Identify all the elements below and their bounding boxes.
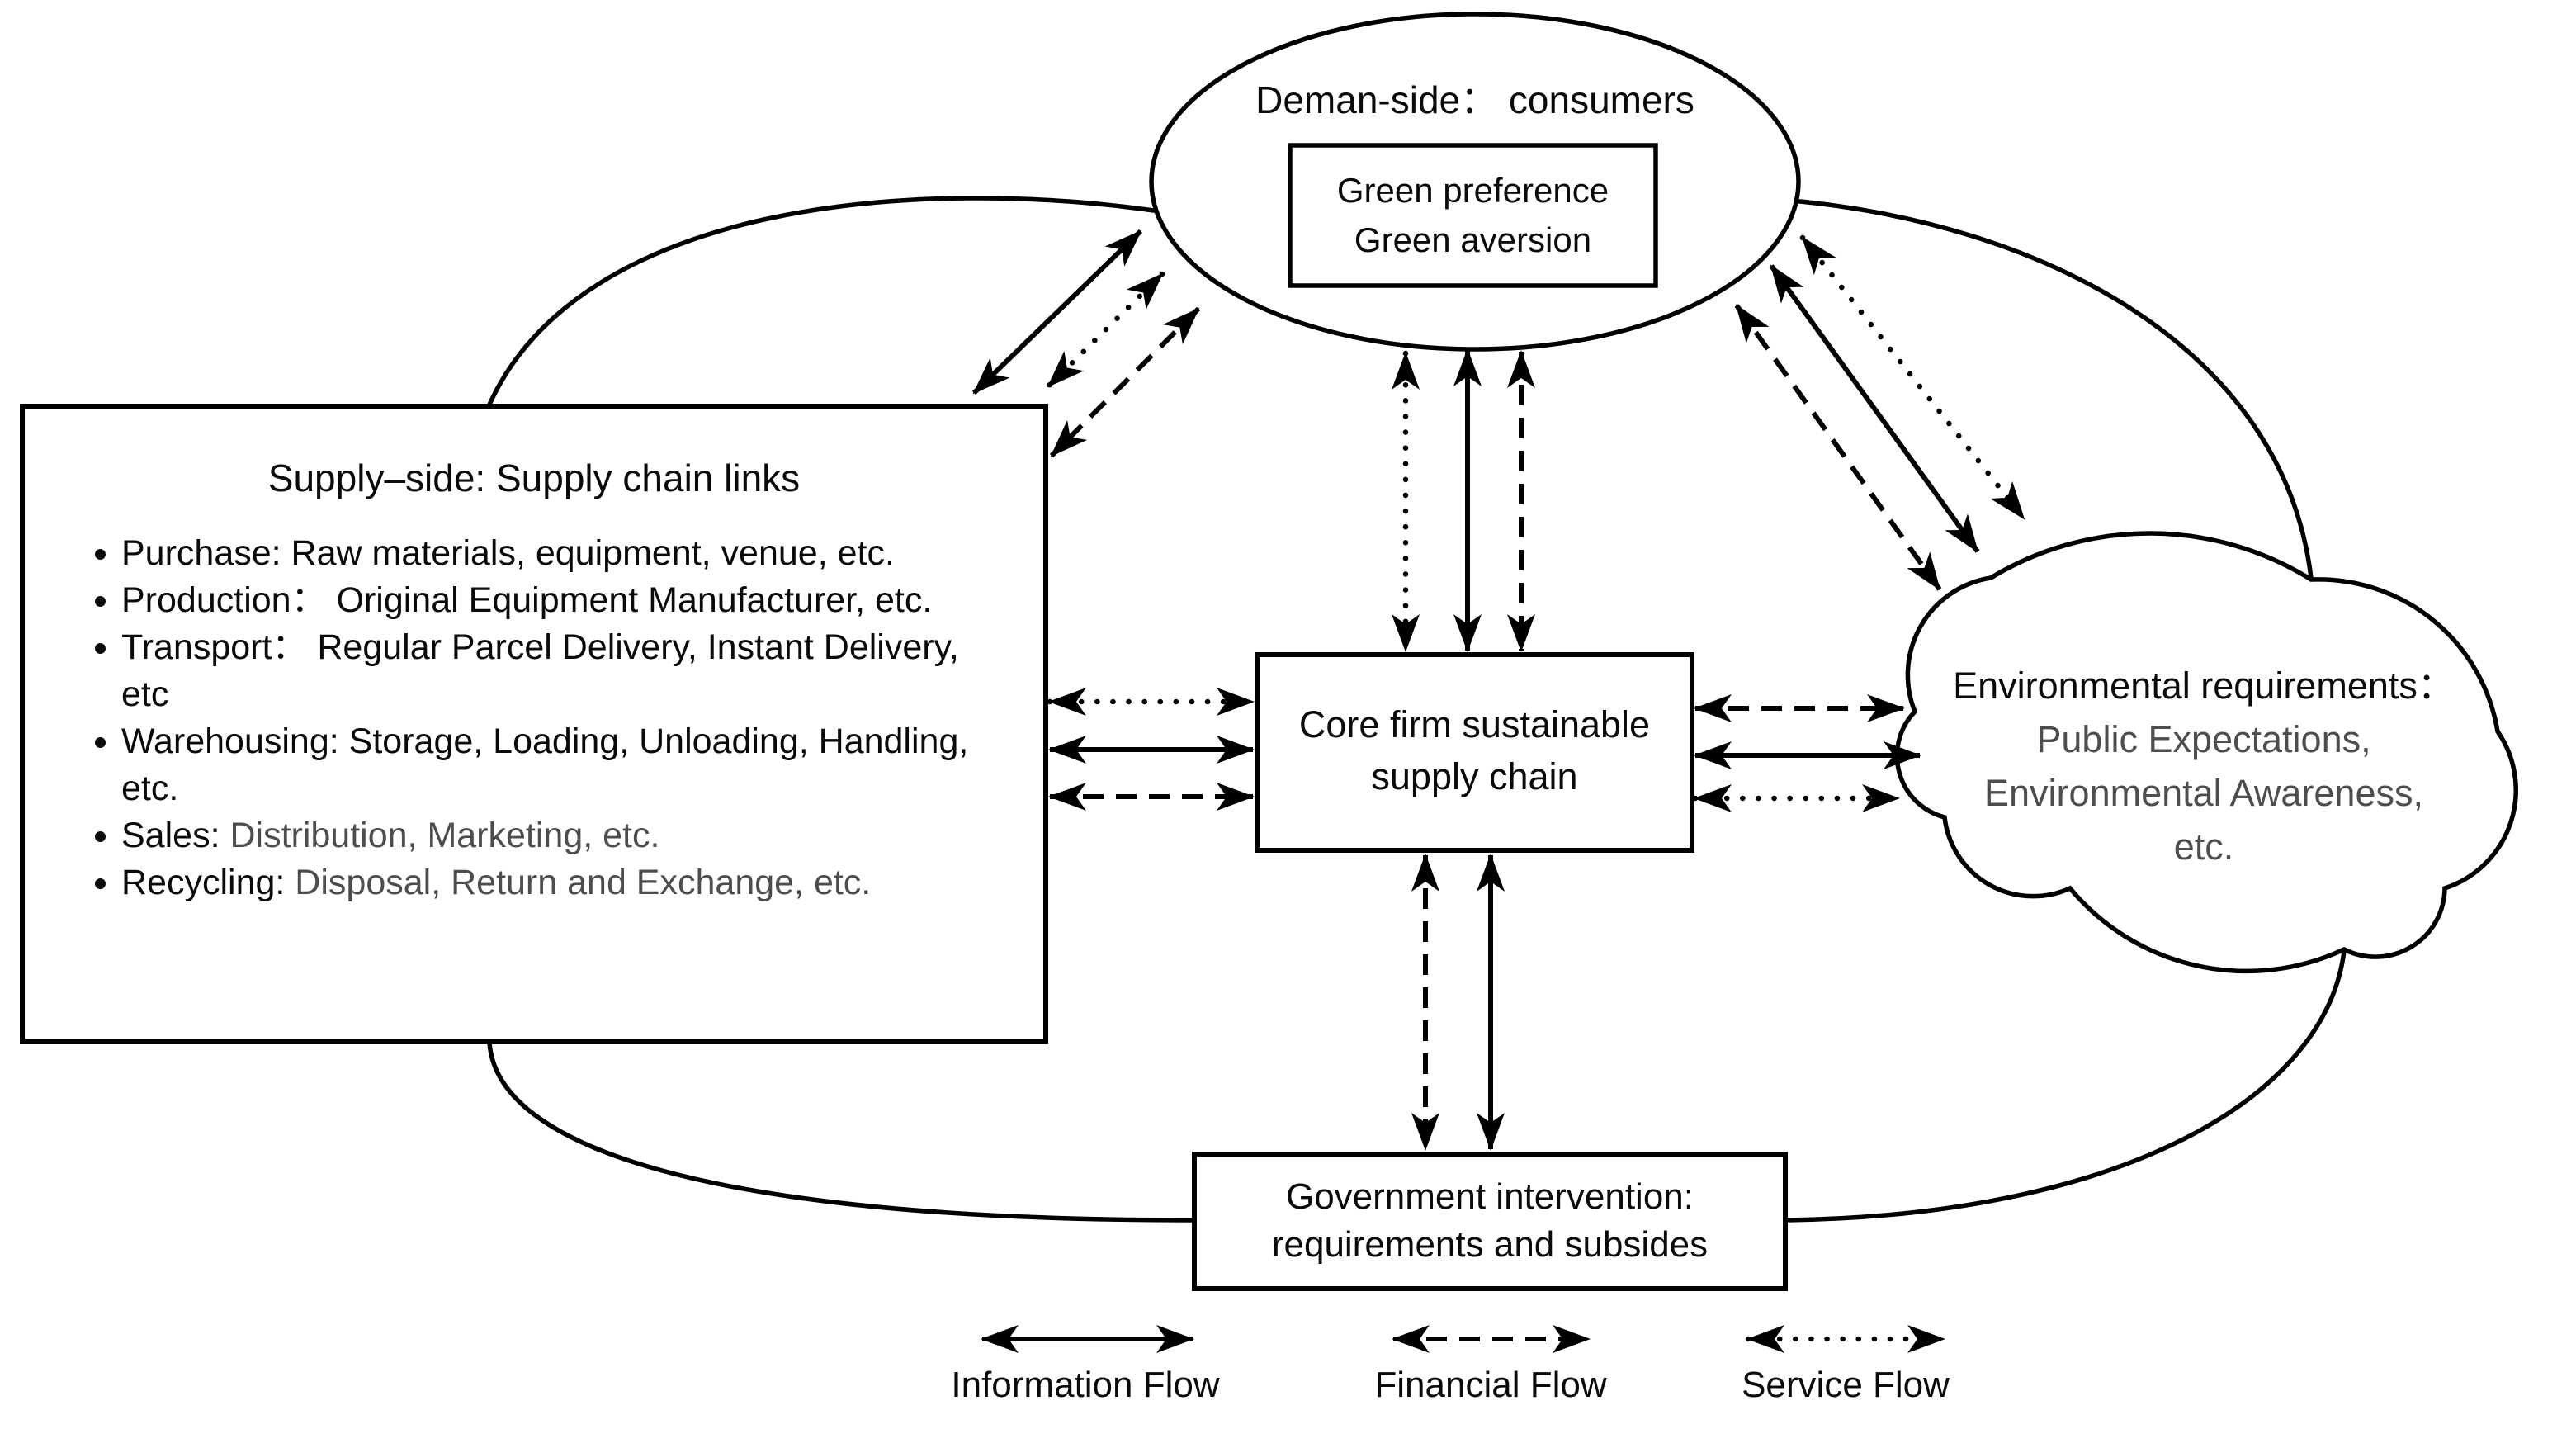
flows-core-environment <box>1692 694 1921 812</box>
legend-financial-flow-label: Financial Flow <box>1374 1365 1607 1405</box>
list-item-transport: Transport： Regular Parcel Delivery, Inst… <box>121 624 1003 718</box>
core-firm-box-text: Core firm sustainable supply chain <box>1298 703 1651 797</box>
supply-side-box-shape <box>20 404 1048 1044</box>
curve-demand-to-environment <box>1782 197 2314 579</box>
outer-circuit-curves <box>487 196 2347 1223</box>
list-item-production: Production： Original Equipment Manufactu… <box>121 577 1003 624</box>
green-preference-box-text: Green preference Green aversion <box>1290 166 1656 265</box>
supply-side-title: Supply–side: Supply chain links <box>267 457 801 499</box>
supply-chain-links-list: Purchase: Raw materials, equipment, venu… <box>78 530 1003 906</box>
green-aversion-line: Green aversion <box>1354 220 1592 259</box>
flows-demand-supply <box>971 229 1201 458</box>
government-box-text: Government intervention: requirements an… <box>1271 1176 1709 1265</box>
demand-side-title: Deman-side： consumers <box>1255 78 1694 121</box>
core-firm-box-shape <box>1255 652 1694 853</box>
list-item-recycling: Recycling: Disposal, Return and Exchange… <box>121 859 1003 906</box>
environment-title: Environmental requirements： <box>1953 665 2455 707</box>
list-item-purchase: Purchase: Raw materials, equipment, venu… <box>121 530 1003 577</box>
legend-service-flow-label: Service Flow <box>1742 1365 1950 1405</box>
flows-supply-core <box>1047 688 1256 811</box>
curve-supply-to-government <box>487 1041 1193 1223</box>
list-item-warehousing: Warehousing: Storage, Loading, Unloading… <box>121 718 1003 812</box>
curve-environment-to-government <box>1786 950 2347 1223</box>
flows-demand-core <box>1392 348 1535 654</box>
green-preference-line: Green preference <box>1336 171 1609 210</box>
environment-cloud-shape <box>1894 531 2518 974</box>
legend-information-flow-label: Information Flow <box>951 1365 1220 1405</box>
flows-demand-environment <box>1734 234 2027 591</box>
green-preference-box-shape <box>1288 143 1658 288</box>
list-item-sales: Sales: Distribution, Marketing, etc. <box>121 812 1003 859</box>
curve-demand-to-supply <box>487 196 1171 406</box>
government-box-shape <box>1192 1152 1788 1291</box>
flows-core-government <box>1411 854 1505 1151</box>
environment-cloud-text: Environmental requirements： Public Expec… <box>1905 659 2503 873</box>
